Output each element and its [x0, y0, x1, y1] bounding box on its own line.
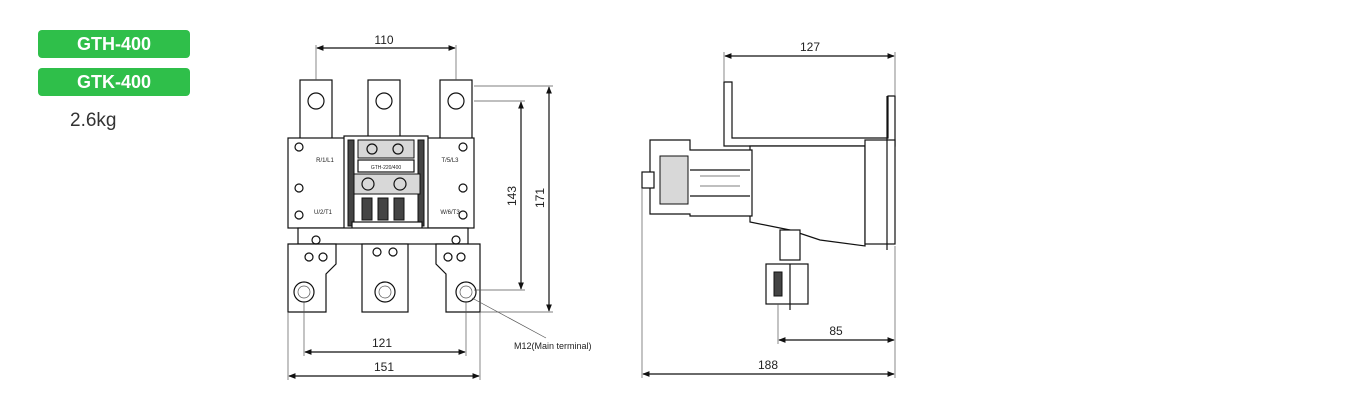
model-badge-gth: GTH-400: [38, 30, 190, 58]
model-badge-gtk: GTK-400: [38, 68, 190, 96]
dim-side-188: 188: [758, 358, 778, 372]
dim-side-127: 127: [800, 40, 820, 54]
housing-screws: [294, 142, 468, 220]
dim-side-85: 85: [829, 324, 843, 338]
top-terminal-tabs: [299, 79, 473, 141]
dim-front-143: 143: [505, 186, 519, 206]
terminal-label-u2t1: U/2/T1: [314, 210, 333, 216]
dim-front-110: 110: [374, 33, 393, 47]
dim-front-151: 151: [374, 360, 394, 374]
dim-front-121: 121: [372, 336, 392, 350]
terminal-label-w6t3: W/6/T3: [440, 210, 460, 216]
weight-label: 2.6kg: [70, 110, 117, 131]
model-plate-label: GTH-220/400: [371, 165, 402, 171]
side-view: 127 85 188: [641, 40, 896, 378]
dim-front-171: 171: [533, 188, 547, 208]
lower-base: [297, 227, 469, 245]
mounting-bracket: [723, 81, 896, 147]
terminal-label-t5l3: T/5/L3: [441, 158, 459, 164]
front-view: GTH-220/400 R/1/L1 T/5/L3 U/2/T1 W/6/T3: [287, 33, 592, 380]
terminal-label-r1l1: R/1/L1: [316, 158, 334, 164]
side-terminal: [765, 263, 809, 305]
main-terminal-note: M12(Main terminal): [514, 341, 592, 351]
side-housing: [749, 145, 866, 247]
bottom-terminal-legs: [287, 235, 481, 313]
